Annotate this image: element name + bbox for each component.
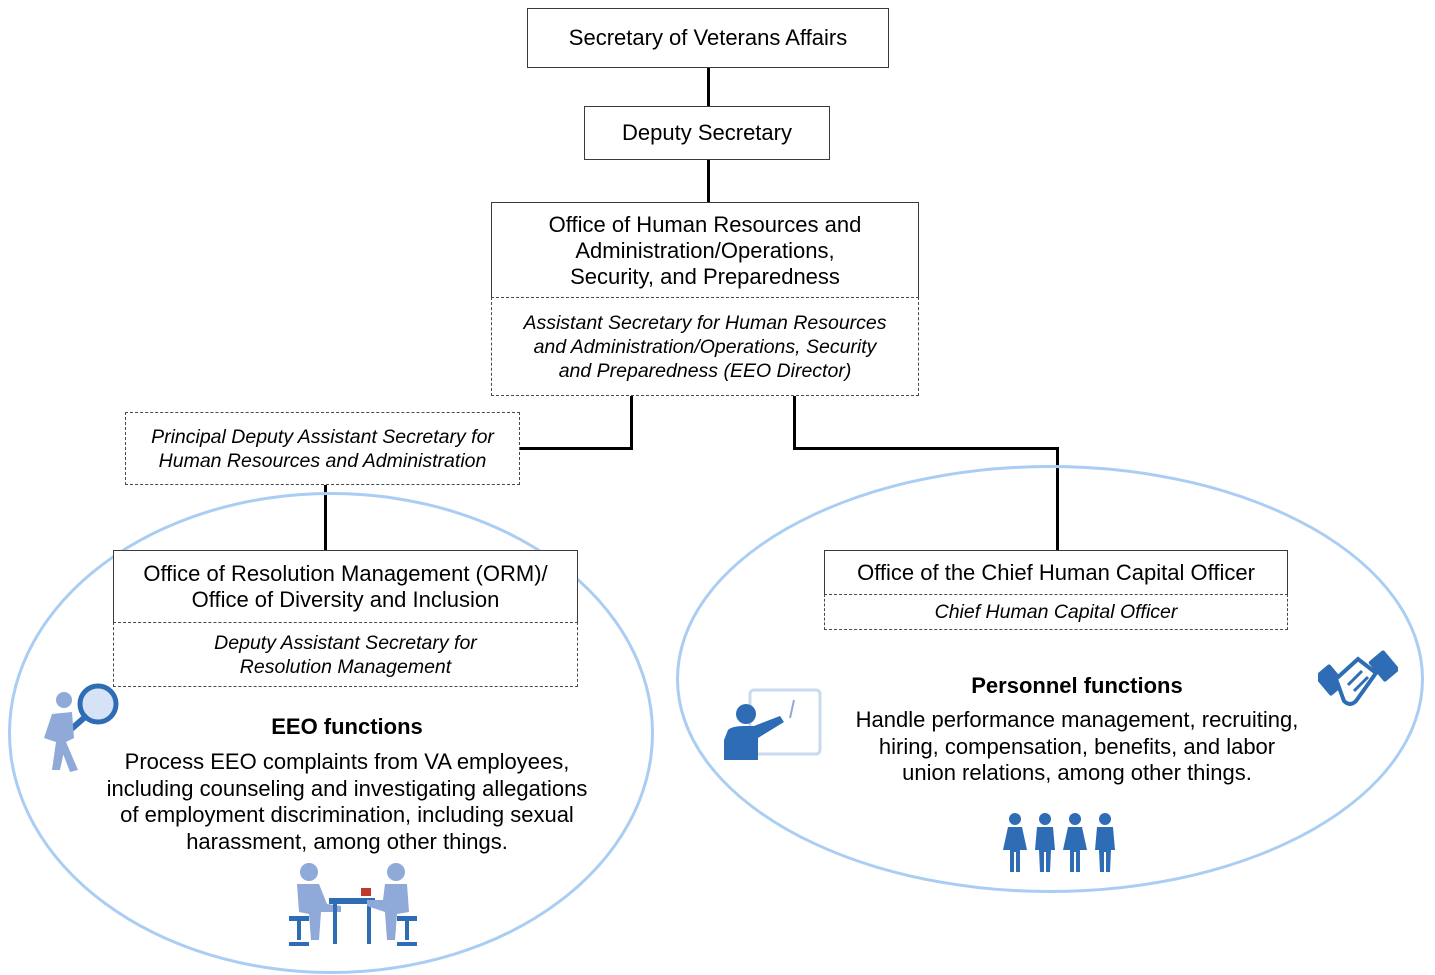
assistant-secretary-label: Assistant Secretary for Human Resources …: [523, 311, 887, 382]
secretary-label: Secretary of Veterans Affairs: [568, 25, 848, 50]
eeo-functions-heading: EEO functions: [271, 714, 423, 739]
connector-deputy-ohra: [707, 158, 710, 203]
personnel-functions-oval: [676, 465, 1424, 893]
connector-ohra-right-down: [793, 395, 796, 450]
ochco-label: Office of the Chief Human Capital Office…: [857, 559, 1255, 585]
orm-label: Office of Resolution Management (ORM)/ O…: [143, 560, 548, 612]
meeting-table-icon: [289, 863, 417, 946]
ohra-box: Office of Human Resources and Administra…: [491, 202, 919, 299]
eeo-functions-oval: [8, 492, 654, 974]
ochco-box: Office of the Chief Human Capital Office…: [824, 550, 1288, 595]
handshake-icon: [1318, 650, 1398, 706]
eeo-functions-body: Process EEO complaints from VA employees…: [106, 749, 588, 854]
principal-deputy-box: Principal Deputy Assistant Secretary for…: [125, 412, 520, 485]
secretary-box: Secretary of Veterans Affairs: [527, 8, 889, 68]
connector-secretary-deputy: [707, 67, 710, 107]
chco-box: Chief Human Capital Officer: [824, 594, 1288, 630]
magnifier-person-icon: [44, 683, 119, 772]
ohra-label: Office of Human Resources and Administra…: [548, 211, 862, 289]
principal-deputy-label: Principal Deputy Assistant Secretary for…: [151, 425, 494, 472]
orm-box: Office of Resolution Management (ORM)/ O…: [113, 550, 578, 623]
deputy-assistant-box: Deputy Assistant Secretary for Resolutio…: [113, 622, 578, 687]
connector-right-horizontal: [793, 447, 1059, 450]
chco-label: Chief Human Capital Officer: [934, 601, 1178, 623]
deputy-secretary-label: Deputy Secretary: [622, 120, 792, 145]
personnel-functions-body: Handle performance management, recruitin…: [855, 707, 1299, 785]
presenter-board-icon: [724, 688, 822, 760]
people-group-icon: [1003, 813, 1115, 872]
assistant-secretary-box: Assistant Secretary for Human Resources …: [491, 297, 919, 396]
personnel-functions-heading: Personnel functions: [971, 673, 1183, 698]
deputy-secretary-box: Deputy Secretary: [584, 106, 830, 160]
deputy-assistant-label: Deputy Assistant Secretary for Resolutio…: [214, 631, 477, 678]
connector-ohra-left-down: [630, 395, 633, 450]
connector-left-horizontal: [519, 447, 633, 450]
